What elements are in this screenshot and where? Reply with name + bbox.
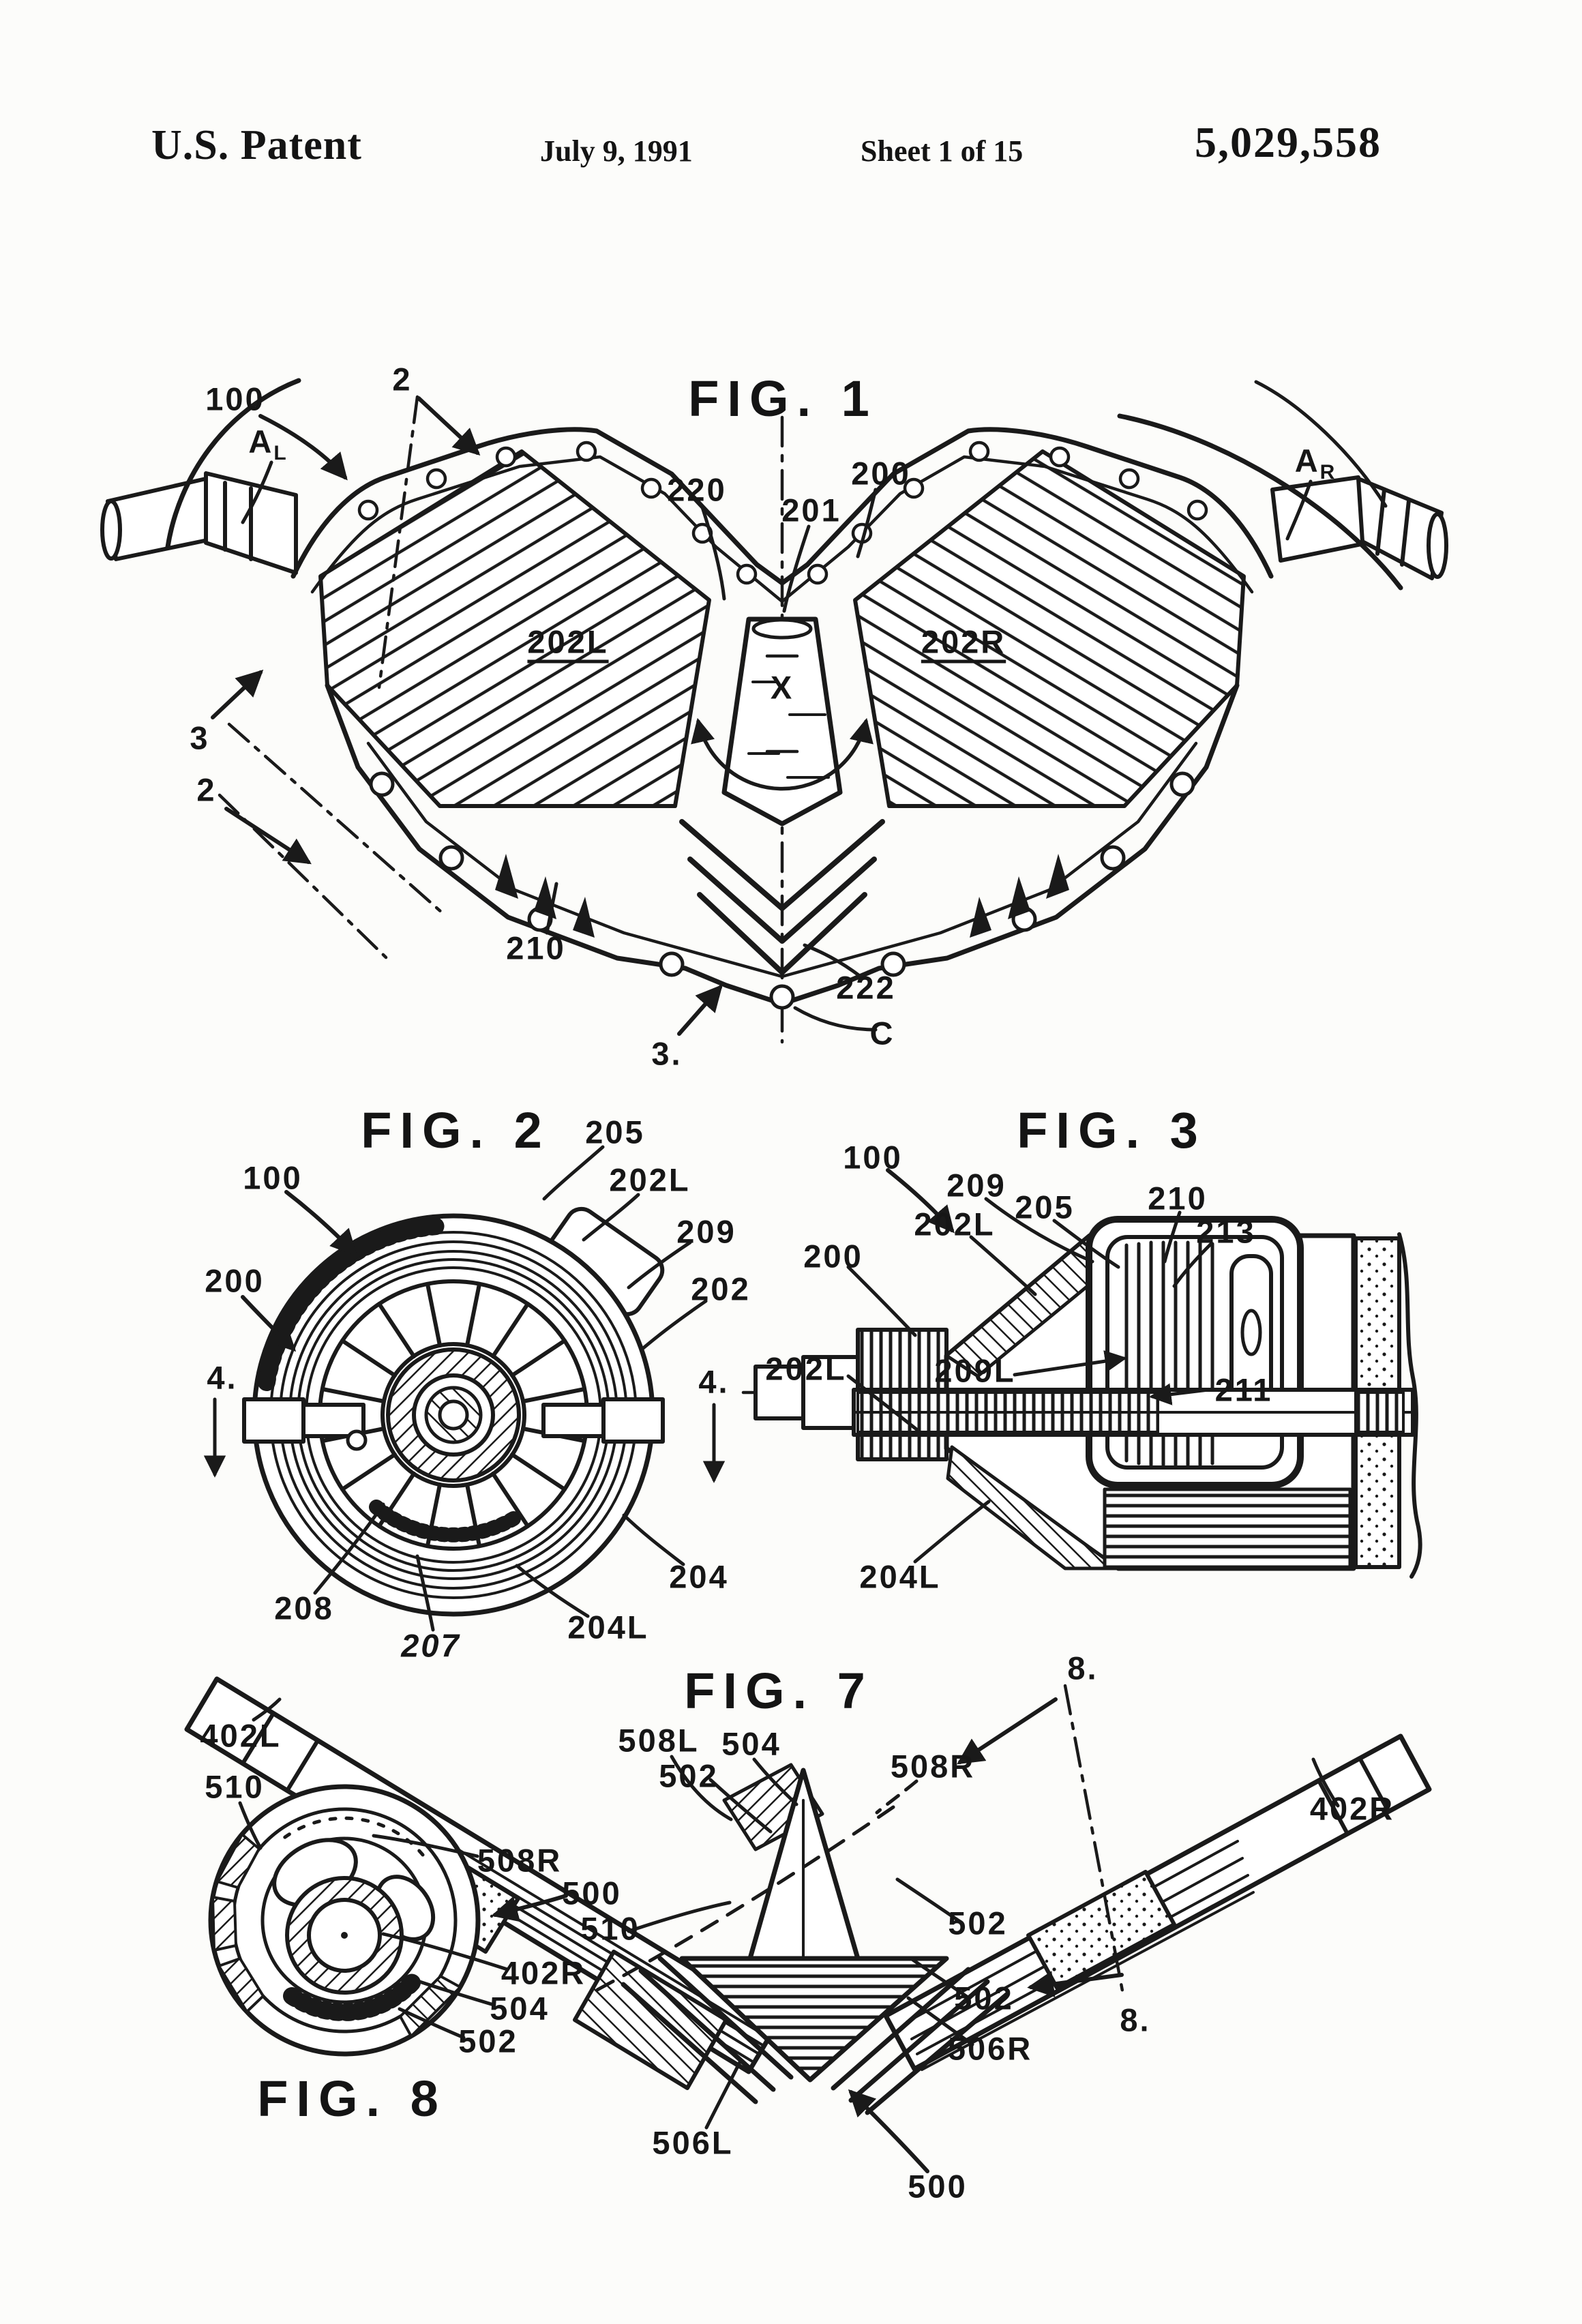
fig7-ref-label-510: 510 [580, 1910, 640, 1947]
fig1-ref-label-202R: 202R [921, 623, 1006, 660]
fig2-title: FIG. 2 [361, 1102, 550, 1159]
fig1-ref-label-2: 2 [392, 361, 413, 398]
fig8-ref-label-510: 510 [205, 1768, 265, 1805]
patent-office-title: U.S. Patent [151, 122, 362, 168]
fig1-ref-label-200: 200 [851, 455, 911, 492]
fig2-ref-label-100: 100 [243, 1159, 303, 1196]
fig3-ref-label-209: 209 [946, 1167, 1006, 1204]
fig7-ref-label-506R: 506R [947, 2030, 1033, 2067]
fig3-ref-label-100: 100 [843, 1139, 903, 1176]
fig2-ref-label-207: 207 [401, 1627, 461, 1664]
fig2-ref-label-205: 205 [585, 1114, 645, 1150]
fig1-ref-label-2: 2 [196, 771, 217, 808]
fig3-ref-label-209L: 209L [934, 1352, 1016, 1389]
fig8-drawing [208, 1784, 568, 2057]
fig8-ref-label-500: 500 [562, 1875, 622, 1911]
fig3-ref-label-202L: 202L [914, 1206, 996, 1242]
fig3-ref-label-205: 205 [1015, 1189, 1075, 1225]
fig3-ref-label-213: 213 [1196, 1213, 1256, 1250]
fig7-ref-label-8: 8. [1120, 2001, 1151, 2038]
fig1-ref-label-AR: AR [1294, 442, 1335, 484]
fig7-ref-label-502: 502 [659, 1757, 719, 1794]
fig2-ref-label-4: 4. [698, 1363, 730, 1400]
fig1-ref-label-X: X [770, 669, 794, 706]
fig7-ref-label-502: 502 [948, 1905, 1008, 1941]
fig8-ref-label-504: 504 [490, 1990, 550, 2027]
fig1-ref-label-C: C [869, 1015, 895, 1052]
fig3-ref-label-200: 200 [803, 1238, 863, 1275]
fig2-ref-label-202L: 202L [609, 1161, 691, 1198]
fig7-ref-label-508R: 508R [890, 1748, 976, 1785]
fig1-ref-label-AL: AL [248, 423, 286, 465]
fig3-ref-label-211: 211 [1214, 1371, 1273, 1408]
fig2-ref-label-4: 4. [207, 1359, 238, 1396]
patent-date: July 9, 1991 [540, 134, 693, 168]
fig7-ref-label-402R: 402R [1309, 1790, 1395, 1827]
fig7-ref-label-506L: 506L [652, 2124, 734, 2161]
fig7-ref-label-504: 504 [721, 1725, 781, 1762]
sheet-indicator: Sheet 1 of 15 [861, 134, 1024, 168]
fig1-ref-label-202L: 202L [527, 623, 609, 660]
fig1-ref-label-201: 201 [781, 492, 841, 528]
patent-number: 5,029,558 [1195, 118, 1382, 166]
fig7-drawing [184, 1676, 1432, 2173]
fig8-ref-label-402R: 402R [501, 1954, 586, 1991]
fig8-ref-label-502: 502 [458, 2023, 518, 2059]
fig2-ref-label-204L: 204L [567, 1609, 649, 1645]
fig7-title: FIG. 7 [684, 1663, 874, 1719]
fig7-ref-label-508L: 508L [618, 1722, 700, 1759]
fig7-ref-label-502: 502 [954, 1980, 1014, 2016]
fig8-title: FIG. 8 [257, 2070, 447, 2127]
fig8-ref-label-508R: 508R [477, 1842, 563, 1879]
fig3-ref-label-204L: 204L [859, 1558, 941, 1595]
fig2-drawing [203, 1145, 726, 1632]
fig3-ref-label-210: 210 [1148, 1180, 1208, 1217]
fig2-ref-label-208: 208 [274, 1590, 334, 1626]
fig1-ref-label-220: 220 [667, 471, 727, 508]
fig3-drawing [741, 1168, 1422, 1579]
fig1-ref-label-3: 3 [190, 719, 210, 756]
fig7-ref-label-500: 500 [908, 2168, 968, 2205]
fig1-drawing [100, 378, 1448, 1044]
fig1-ref-label-3: 3. [651, 1035, 683, 1072]
fig2-ref-label-209: 209 [676, 1213, 736, 1250]
fig3-title: FIG. 3 [1017, 1102, 1206, 1159]
fig1-ref-label-210: 210 [506, 929, 566, 966]
fig1-title: FIG. 1 [688, 370, 878, 427]
fig7-ref-label-8: 8. [1067, 1650, 1099, 1686]
fig2-ref-label-202: 202 [691, 1270, 751, 1307]
fig2-ref-label-204: 204 [669, 1558, 729, 1595]
fig3-ref-label-202L: 202L [765, 1350, 847, 1387]
fig1-ref-label-222: 222 [836, 969, 896, 1006]
fig1-ref-label-100: 100 [205, 381, 265, 417]
fig7-ref-label-402L: 402L [200, 1717, 282, 1754]
fig2-ref-label-200: 200 [205, 1262, 265, 1299]
